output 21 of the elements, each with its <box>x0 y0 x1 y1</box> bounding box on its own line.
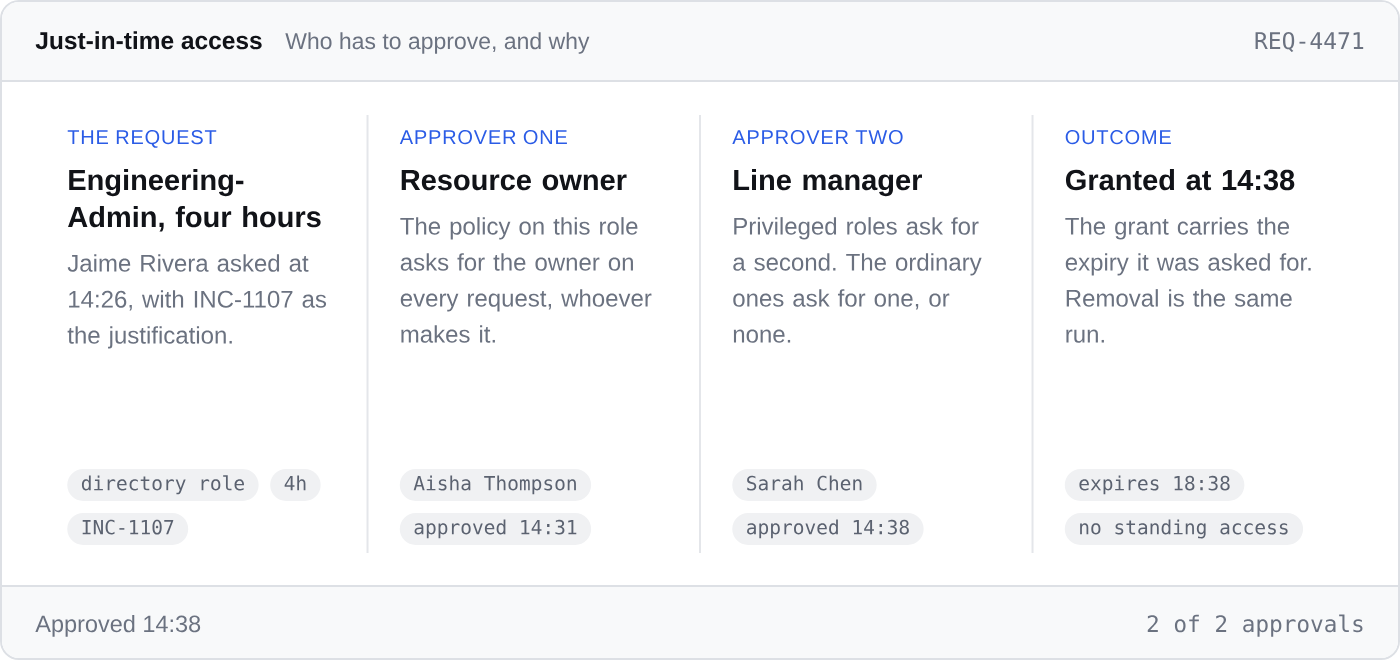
description-text: Privileged roles ask for a second. The ordinary ones ask for one, or none. <box>733 217 982 343</box>
approval-count: 2 of 2 approvals <box>1147 614 1363 637</box>
tag-pill: approved 14:31 <box>399 513 592 545</box>
status-text: Approved 14:38 <box>35 614 201 637</box>
tag-pill: 4h <box>270 469 321 501</box>
step-heading: Granted at 14:38 <box>1065 169 1295 191</box>
description-text: The grant carries the expiry it was asked for. Removal is the same run. <box>1065 217 1311 343</box>
step-heading: Resource owner <box>401 170 627 191</box>
step-heading: Engineering-Admin, four hours <box>68 169 321 232</box>
eyebrow-label: OUTCOME <box>1065 130 1171 145</box>
description-text: Jaime Rivera asked at 14:26, with INC-1107 as the justification. <box>67 254 327 349</box>
subtitle: Who has to approve, and why <box>285 32 590 54</box>
tag-pill: no standing access <box>1064 513 1304 545</box>
request-id: REQ-4471 <box>1255 31 1364 53</box>
card-title: Just-in-time access <box>35 31 262 50</box>
eyebrow-label: APPROVER TWO <box>732 130 903 145</box>
eyebrow-label: THE REQUEST <box>67 130 217 148</box>
step-heading: Line manager <box>734 169 922 197</box>
eyebrow-label: APPROVER ONE <box>399 130 567 145</box>
description-text: The policy on this role asks for the owner on every request, whoever makes it. <box>400 217 652 343</box>
tag-pill: approved 14:38 <box>732 513 924 545</box>
